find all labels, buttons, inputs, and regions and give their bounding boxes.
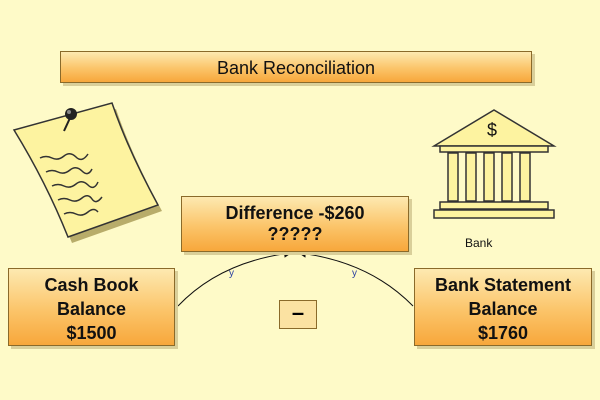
minus-sign: – [291, 300, 305, 325]
arrow-from-cash-book [177, 249, 292, 307]
arrow-label-right: y [352, 268, 357, 279]
bank-caption: Bank [465, 236, 493, 250]
difference-unknown: ????? [267, 224, 323, 244]
title-text: Bank Reconciliation [216, 58, 376, 78]
cash-book-box: Cash Book Balance $1500 [8, 268, 175, 346]
arrow-label-left: y [229, 268, 234, 279]
difference-label: Difference -$260 [225, 203, 365, 223]
minus-operator: – [279, 300, 317, 329]
page-title: Bank Reconciliation [60, 51, 532, 83]
difference-box: Difference -$260 ????? [181, 196, 409, 252]
bank-statement-label: Bank Statement [434, 275, 572, 295]
cash-book-amount: $1500 [66, 323, 117, 343]
bank-statement-amount: $1760 [477, 323, 529, 343]
cash-book-balance-label: Balance [56, 299, 127, 319]
cash-book-label: Cash Book [44, 275, 139, 295]
arrow-from-bank-statement [298, 249, 414, 307]
dollar-icon: $ [487, 120, 497, 140]
bank-statement-box: Bank Statement Balance $1760 [414, 268, 592, 346]
bank-statement-balance-label: Balance [468, 299, 538, 319]
